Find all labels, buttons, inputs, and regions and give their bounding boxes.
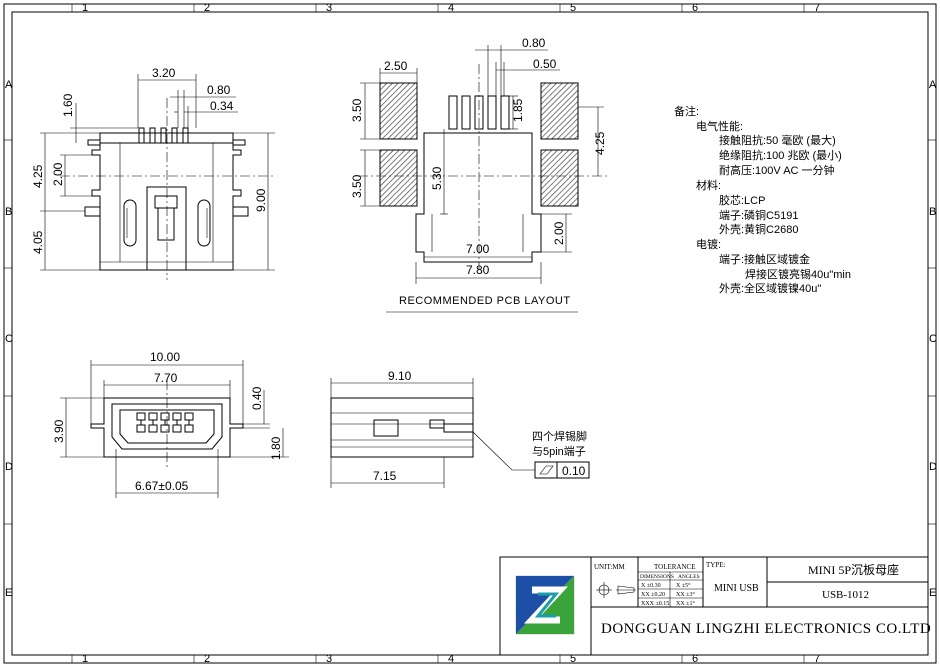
col-label: 3 xyxy=(326,653,332,665)
dim-4.05: 4.05 xyxy=(31,230,45,254)
pcb-pad xyxy=(540,149,579,207)
note-line: 绝缘阻抗:100 兆欧 (最小) xyxy=(719,148,842,162)
note-line: 外壳:黄铜C2680 xyxy=(719,222,798,236)
note-line: 耐高压:100V AC 一分钟 xyxy=(719,163,835,177)
tol-row: XX ±0.20 xyxy=(641,592,665,598)
pcb-pad xyxy=(379,82,418,140)
dim-9.00: 9.00 xyxy=(254,188,268,212)
row-label: E xyxy=(5,587,12,599)
col-label: 2 xyxy=(204,2,210,14)
row-label: C xyxy=(929,333,937,345)
note-line: 接触阻抗:50 毫欧 (最大) xyxy=(719,133,836,147)
end-view: 10.00 7.70 0.40 3.90 1.80 6.67±0.05 xyxy=(52,350,289,498)
note-line: 电镀: xyxy=(696,237,721,251)
callout-text: 四个焊锡脚 xyxy=(532,429,587,443)
dim-5.30: 5.30 xyxy=(430,166,444,190)
title-block: UNIT:MM TOLERANCE DIMENSIONS ANGLES X ±0… xyxy=(499,556,931,656)
col-label: 6 xyxy=(692,2,698,14)
company-name: DONGGUAN LINGZHI ELECTRONICS CO.LTD xyxy=(601,621,931,637)
dim-7.15: 7.15 xyxy=(373,469,397,483)
col-label: 7 xyxy=(814,653,820,665)
pcb-layout-caption: RECOMMENDED PCB LAYOUT xyxy=(399,295,571,307)
dim-4.25: 4.25 xyxy=(31,164,45,188)
dim-0.80: 0.80 xyxy=(207,83,231,97)
col-label: 6 xyxy=(692,653,698,665)
col-label: 5 xyxy=(570,2,576,14)
row-label: C xyxy=(5,333,13,345)
row-label: D xyxy=(929,461,937,473)
dim-3.50: 3.50 xyxy=(350,174,364,198)
notes-title: 备注: xyxy=(674,104,699,118)
dim-0.40: 0.40 xyxy=(250,386,264,410)
dim-1.60: 1.60 xyxy=(61,93,75,117)
dim-0.80: 0.80 xyxy=(522,36,546,50)
type-value: MINI USB xyxy=(714,583,759,594)
row-label: A xyxy=(5,79,13,91)
dim-7.00: 7.00 xyxy=(466,242,490,256)
flatness-value: 0.10 xyxy=(562,464,586,478)
flatness-frame: 0.10 xyxy=(534,461,590,479)
dim-3.20: 3.20 xyxy=(152,66,176,80)
company-logo xyxy=(515,575,575,635)
type-label: TYPE: xyxy=(706,561,726,569)
dim-7.70: 7.70 xyxy=(154,371,178,385)
col-label: 5 xyxy=(570,653,576,665)
dim-3.90: 3.90 xyxy=(52,419,66,443)
note-line: 材料: xyxy=(696,178,721,192)
col-label: 7 xyxy=(814,2,820,14)
col-label: 1 xyxy=(82,2,88,14)
col-label: 4 xyxy=(448,2,454,14)
callout-text: 与5pin端子 xyxy=(532,445,586,458)
side-view: 9.10 7.15 四个焊锡脚 与5pin端子 0.10 xyxy=(330,369,590,488)
dim-9.10: 9.10 xyxy=(388,369,412,383)
dim-1.80: 1.80 xyxy=(269,436,283,460)
ang-row: XX ±1° xyxy=(676,600,695,607)
dim-1.85: 1.85 xyxy=(511,98,525,122)
unit-label: UNIT:MM xyxy=(594,563,626,571)
dim-4.25: 4.25 xyxy=(593,131,607,155)
projection-icon xyxy=(596,582,636,598)
part-number: USB-1012 xyxy=(822,589,869,601)
dim-3.50: 3.50 xyxy=(350,98,364,122)
dim-7.80: 7.80 xyxy=(466,263,490,277)
col-label: 3 xyxy=(326,2,332,14)
product-name: MINI 5P沉板母座 xyxy=(808,562,899,577)
note-line: 外壳:全区域镀镍40u" xyxy=(719,281,821,295)
sheet-border: 1 2 3 4 5 6 7 1 2 3 4 5 6 7 A B C D E A … xyxy=(3,2,937,665)
dim-10.00: 10.00 xyxy=(150,350,180,364)
dim-0.50: 0.50 xyxy=(533,57,557,71)
note-line: 胶芯:LCP xyxy=(719,193,765,207)
pcb-layout-view: 2.50 0.80 0.50 3.50 1.85 4.25 5.30 3.50 … xyxy=(350,36,610,313)
dim-2.50: 2.50 xyxy=(384,59,408,73)
flatness-icon xyxy=(539,465,554,475)
row-label: B xyxy=(929,206,936,218)
tolerance-header: TOLERANCE xyxy=(654,563,695,571)
angles-label: ANGLES xyxy=(678,574,700,580)
tol-row: X ±0.30 xyxy=(641,583,661,589)
pcb-pad xyxy=(540,82,579,140)
ang-row: XX ±3° xyxy=(676,591,695,598)
col-label: 1 xyxy=(82,653,88,665)
tol-row: XXX ±0.15 xyxy=(641,601,669,607)
col-label: 4 xyxy=(448,653,454,665)
note-line: 焊接区镀亮锡40u"min xyxy=(745,267,851,281)
ang-row: X ±5° xyxy=(676,582,691,589)
row-label: B xyxy=(5,206,12,218)
pcb-pad xyxy=(379,149,418,207)
dim-0.34: 0.34 xyxy=(210,99,234,113)
row-label: A xyxy=(929,79,937,91)
dim-2.00: 2.00 xyxy=(552,221,566,245)
notes: 备注: 电气性能: 接触阻抗:50 毫欧 (最大) 绝缘阻抗:100 兆欧 (最… xyxy=(674,104,851,295)
note-line: 电气性能: xyxy=(696,119,743,133)
dim-6.67: 6.67±0.05 xyxy=(135,479,189,493)
note-line: 端子:磷铜C5191 xyxy=(719,208,798,222)
dim-2.00: 2.00 xyxy=(51,162,65,186)
col-label: 2 xyxy=(204,653,210,665)
note-line: 端子:接触区域镀金 xyxy=(719,252,810,266)
row-label: E xyxy=(929,587,936,599)
front-view: 3.20 0.80 0.34 1.60 4.25 2.00 4.05 9.00 xyxy=(31,66,275,280)
row-label: D xyxy=(5,461,13,473)
dimensions-label: DIMENSIONS xyxy=(640,574,674,580)
